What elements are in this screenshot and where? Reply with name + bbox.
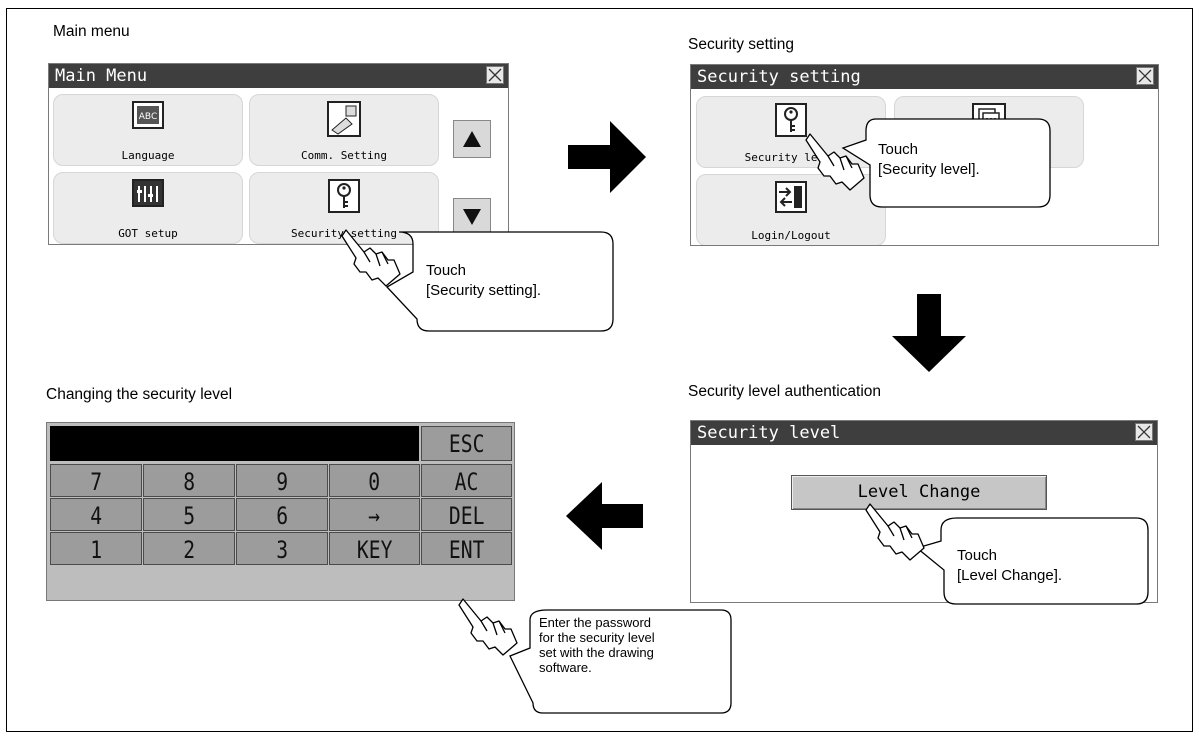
tile-comm-setting-label: Comm. Setting	[300, 149, 388, 162]
hand-pointer-icon	[458, 598, 518, 656]
password-keypad: ESC 7 8 9 0 AC 4 5 6 → DEL 1 2 3 KEY ENT	[46, 422, 515, 601]
key-ac[interactable]: AC	[421, 464, 512, 497]
callout-security-setting-line1: Touch	[426, 262, 467, 279]
tile-security-level-label: Security level	[744, 151, 838, 164]
figure-frame	[6, 8, 1193, 732]
callout-password-line2: for the security level	[539, 630, 655, 645]
key-ent[interactable]: ENT	[421, 532, 512, 565]
changing-level-label: Changing the security level	[46, 386, 233, 403]
hand-pointer-icon	[341, 229, 401, 287]
security-setting-titlebar: Security setting	[691, 65, 1158, 89]
hand-pointer-icon	[865, 503, 925, 561]
callout-level-change	[915, 517, 1149, 605]
hand-pointer-icon	[805, 133, 865, 191]
callout-security-setting-line2: [Security setting].	[426, 282, 542, 299]
language-icon: ABC	[131, 100, 165, 135]
callout-level-change-line1: Touch	[957, 547, 998, 564]
key-7[interactable]: 7	[50, 464, 142, 497]
up-arrow-icon	[463, 131, 481, 147]
key-esc[interactable]: ESC	[421, 426, 512, 461]
security-setting-label: Security setting	[688, 36, 794, 53]
callout-password-line1: Enter the password	[539, 615, 652, 630]
tile-language-label: Language	[121, 149, 175, 162]
key-0[interactable]: 0	[329, 464, 420, 497]
tile-got-setup-label: GOT setup	[118, 227, 178, 240]
main-menu-window: Main Menu ABC Language Comm. Setting GOT…	[48, 63, 509, 245]
key-6[interactable]: 6	[236, 498, 328, 531]
security-setting-title: Security setting	[697, 67, 861, 87]
key-1[interactable]: 1	[50, 532, 142, 565]
key-icon	[327, 178, 361, 219]
close-icon[interactable]	[486, 66, 504, 84]
callout-password-line3: set with the drawing	[539, 645, 654, 660]
key-9[interactable]: 9	[236, 464, 328, 497]
level-change-button[interactable]: Level Change	[791, 475, 1047, 510]
key-8[interactable]: 8	[143, 464, 235, 497]
tile-got-setup[interactable]: GOT setup	[53, 172, 243, 244]
key-2[interactable]: 2	[143, 532, 235, 565]
password-display	[50, 426, 419, 461]
security-level-auth-label: Security level authentication	[688, 383, 882, 400]
main-menu-title: Main Menu	[55, 66, 148, 86]
tile-language[interactable]: ABC Language	[53, 94, 243, 166]
key-icon	[774, 102, 808, 143]
left-arrow-icon	[566, 482, 643, 550]
security-level-title: Security level	[697, 423, 841, 443]
callout-security-setting	[385, 231, 614, 332]
down-arrow-icon	[892, 294, 966, 372]
close-icon[interactable]	[1135, 423, 1153, 441]
callout-security-level-line1: Touch	[878, 141, 919, 158]
callout-security-level-line2: [Security level].	[878, 161, 980, 178]
main-menu-label: Main menu	[53, 23, 130, 40]
login-logout-icon	[774, 180, 808, 219]
main-menu-titlebar: Main Menu	[49, 64, 508, 88]
key-3[interactable]: 3	[236, 532, 328, 565]
key-key[interactable]: KEY	[329, 532, 420, 565]
callout-security-level	[841, 118, 1051, 208]
tile-login-logout-label: Login/Logout	[751, 229, 831, 242]
scroll-up-button[interactable]	[453, 120, 491, 158]
callout-level-change-line2: [Level Change].	[957, 567, 1063, 584]
security-level-titlebar: Security level	[691, 421, 1157, 445]
tile-security-level[interactable]: Security level	[696, 96, 886, 168]
comm-setting-icon	[326, 100, 362, 143]
callout-password	[509, 609, 732, 714]
callout-password-line4: software.	[539, 660, 592, 675]
key-arrow-right[interactable]: →	[329, 498, 420, 531]
got-setup-icon	[131, 178, 165, 213]
right-arrow-icon	[568, 121, 646, 193]
key-del[interactable]: DEL	[421, 498, 512, 531]
key-4[interactable]: 4	[50, 498, 142, 531]
down-arrow-icon	[463, 209, 481, 225]
svg-text:ABC: ABC	[139, 112, 157, 122]
key-5[interactable]: 5	[143, 498, 235, 531]
scroll-down-button[interactable]	[453, 198, 491, 236]
tile-comm-setting[interactable]: Comm. Setting	[249, 94, 439, 166]
close-icon[interactable]	[1136, 67, 1154, 85]
